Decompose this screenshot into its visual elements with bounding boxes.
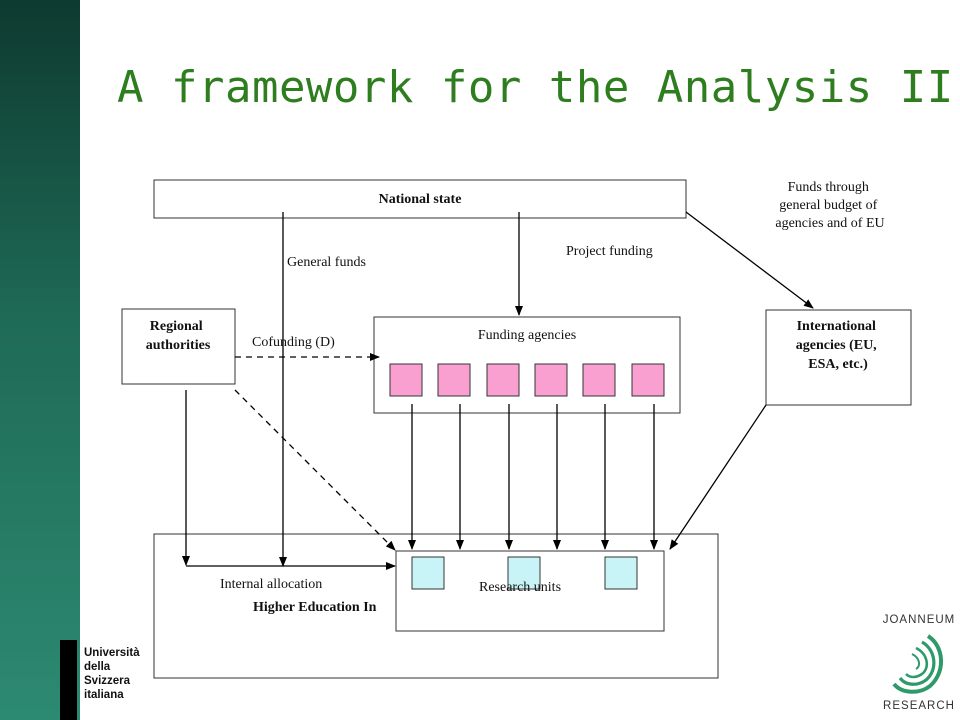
- usi-logo-line-2: della: [84, 661, 111, 673]
- agency-box-2: [437, 363, 471, 397]
- arrow-regional-to-research: [234, 389, 396, 551]
- usi-logo-line-3: Svizzera: [84, 675, 131, 687]
- research-units-label: Research units: [479, 580, 561, 595]
- page-title: A framework for the Analysis II: [117, 62, 954, 113]
- research-unit-box-3: [604, 556, 638, 590]
- international-agencies-line-2: agencies (EU,: [796, 338, 877, 353]
- internal-allocation-label: Internal allocation: [220, 577, 322, 592]
- funding-agencies-label: Funding agencies: [478, 328, 576, 343]
- international-agencies-line-3: ESA, etc.): [808, 357, 868, 372]
- funding-agencies-box: [373, 316, 681, 414]
- arrow-international-to-research: [669, 404, 767, 550]
- project-funding-label: Project funding: [566, 244, 653, 259]
- agency-box-6: [631, 363, 665, 397]
- international-agencies-line-1: International: [797, 319, 876, 334]
- international-agencies-box: [765, 309, 912, 406]
- funds-through-line-3: agencies and of EU: [775, 216, 884, 231]
- arrow-eu-funds: [685, 211, 814, 309]
- joanneum-logo-bottom-text: RESEARCH: [883, 700, 955, 712]
- joanneum-research-logo: JOANNEUM RESEARCH: [878, 614, 960, 720]
- agency-boxes-group: [389, 363, 665, 397]
- agency-box-3: [486, 363, 520, 397]
- funds-through-label: Funds through general budget of agencies…: [775, 180, 884, 231]
- regional-authorities-line-2: authorities: [146, 338, 211, 353]
- agency-box-4: [534, 363, 568, 397]
- joanneum-logo-top-text: JOANNEUM: [882, 614, 956, 626]
- research-boxes-group: [411, 556, 638, 590]
- usi-logo-line-4: italiana: [84, 689, 124, 701]
- general-funds-label: General funds: [287, 255, 366, 270]
- agency-box-1: [389, 363, 423, 397]
- national-state-box: [153, 179, 687, 219]
- usi-logo-bar: [60, 640, 77, 720]
- usi-logo-line-1: Università: [84, 647, 140, 659]
- funds-through-line-1: Funds through: [788, 180, 869, 195]
- usi-logo-text: Università della Svizzera italiana: [84, 646, 140, 702]
- hei-label: Higher Education In: [253, 600, 377, 615]
- sidebar-band: [0, 0, 80, 720]
- funds-through-line-2: general budget of: [779, 198, 877, 213]
- international-agencies-label: International agencies (EU, ESA, etc.): [796, 319, 880, 372]
- agency-arrows-group: [408, 404, 658, 550]
- usi-logo: Università della Svizzera italiana: [60, 640, 172, 720]
- joanneum-wave-icon: [892, 634, 944, 694]
- regional-authorities-label: Regional authorities: [146, 319, 211, 353]
- regional-authorities-line-1: Regional: [150, 319, 203, 334]
- research-unit-box-2: [507, 556, 541, 590]
- national-state-label: National state: [379, 192, 462, 207]
- agency-box-5: [582, 363, 616, 397]
- research-unit-box-1: [411, 556, 445, 590]
- cofunding-label: Cofunding (D): [252, 335, 335, 350]
- regional-authorities-box: [121, 308, 236, 385]
